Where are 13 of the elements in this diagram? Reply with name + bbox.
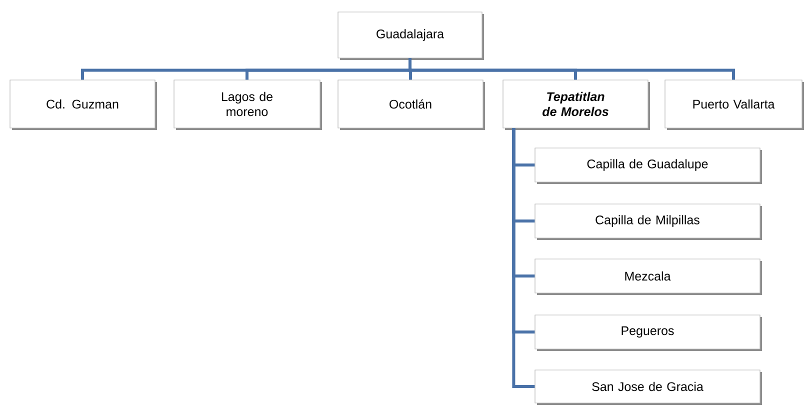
place-box: Capilla de Guadalupe: [534, 148, 762, 184]
place-box: Puerto Vallarta: [664, 80, 804, 130]
place-box: Capilla de Milpillas: [534, 204, 762, 240]
place-box: Mezcala: [534, 258, 762, 295]
place-box: Tepatitlan de Morelos: [502, 80, 650, 130]
place-box: Pegueros: [534, 314, 762, 351]
place-box: Ocotlán: [338, 80, 485, 130]
place-box: San Jose de Gracia: [534, 370, 762, 405]
place-box: Lagos de moreno: [174, 80, 322, 130]
connector-line: [408, 58, 735, 80]
place-box: Guadalajara: [338, 12, 484, 60]
place-box: Cd. Guzman: [10, 80, 157, 130]
connector-line: [512, 128, 535, 388]
